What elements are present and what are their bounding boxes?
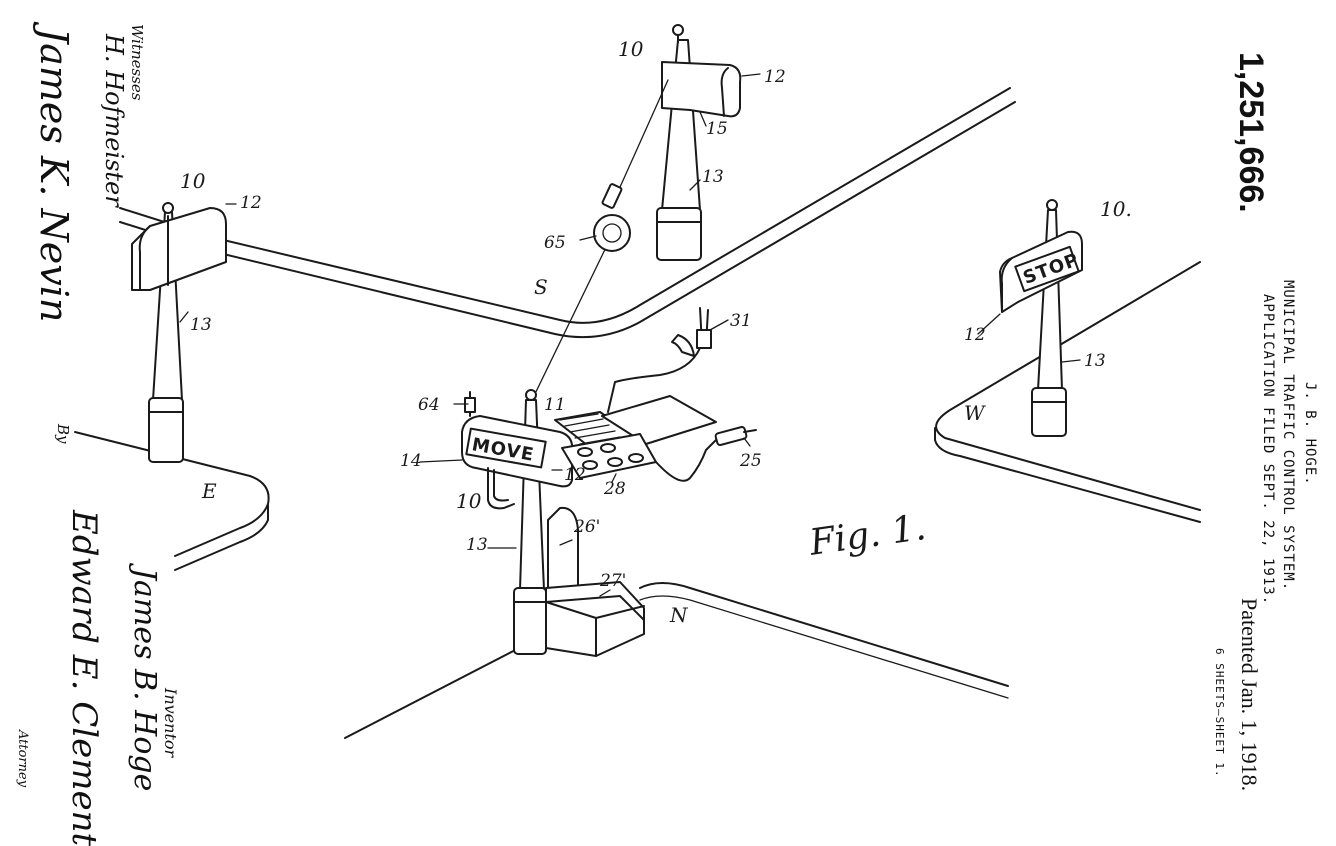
witness-1-signature: H. Hofmeister [100, 34, 128, 207]
ref-12-center: 12 [564, 465, 586, 485]
witnesses-label: Witnesses [128, 24, 146, 101]
ref-12-left: 12 [240, 193, 262, 213]
plug-25 [655, 425, 757, 482]
patented-date: Patented Jan. 1, 1918. [1237, 598, 1262, 792]
ref-64: 64 [418, 395, 440, 415]
ref-27-prime: 27' [599, 571, 626, 591]
curb-n-inner [639, 595, 1009, 699]
curb-s-inner [119, 101, 1016, 339]
curb-w [935, 261, 1201, 511]
ref-12-right: 12 [964, 325, 986, 345]
attorney-signature: Edward E. Clement [64, 510, 104, 846]
signal-post-top [656, 24, 742, 261]
corner-w: W [964, 401, 986, 425]
corner-s: S [534, 275, 548, 299]
inventor-signature: James B. Hoge [127, 568, 162, 792]
inventor-label: Inventor [161, 688, 180, 758]
figure-label: Fig. 1. [806, 507, 928, 564]
signal-post-left [131, 202, 227, 463]
ref-28: 28 [603, 479, 626, 499]
witness-2-signature: James K. Nevin [32, 28, 76, 323]
patent-title: MUNICIPAL TRAFFIC CONTROL SYSTEM. [1280, 280, 1296, 592]
ref-13-right: 13 [1084, 351, 1106, 371]
ref-11: 11 [544, 395, 566, 415]
leader-lines [179, 73, 1081, 597]
ref-10-left: 10 [180, 169, 206, 193]
ref-26-prime: 26' [573, 517, 600, 537]
control-box [554, 395, 717, 479]
signal-post-right [999, 199, 1083, 437]
signal-post-center [461, 389, 645, 657]
corner-n: N [669, 603, 689, 627]
attorney-label: Attorney [15, 730, 30, 788]
ref-25: 25 [739, 451, 762, 471]
corner-e: E [201, 479, 217, 503]
ref-31: 31 [730, 311, 752, 331]
ref-13-center: 13 [466, 535, 488, 555]
sheet-count: 6 SHEETS—SHEET 1. [1213, 648, 1226, 778]
ref-10-top: 10 [618, 37, 644, 61]
ref-13-left: 13 [190, 315, 212, 335]
ref-14: 14 [400, 451, 422, 471]
figure-1-drawing: MOVE STOP 10 12 15 13 65 10 12 13 10. 12… [74, 24, 1201, 739]
patent-number: 1,251,666. [1232, 52, 1270, 213]
lamp-wire [531, 79, 669, 401]
ref-10-center: 10 [456, 489, 482, 513]
ref-65: 65 [544, 233, 566, 253]
ref-12-top: 12 [764, 67, 786, 87]
ref-15-top: 15 [706, 119, 728, 139]
by-label: By [54, 424, 72, 444]
curb-w-inner [934, 427, 1201, 523]
curb-n [344, 582, 1009, 739]
application-filed: APPLICATION FILED SEPT. 22, 1913. [1260, 294, 1276, 606]
ref-13-top: 13 [702, 167, 724, 187]
curb-s [119, 87, 1011, 324]
ref-10-right: 10. [1100, 197, 1132, 221]
horn-31 [607, 307, 712, 413]
lamp-65 [593, 183, 631, 252]
inventor-header: J. B. HOGE. [1302, 382, 1318, 486]
patent-drawing-sheet: MOVE STOP 10 12 15 13 65 10 12 13 10. 12… [15, 24, 1318, 846]
curb-e-inner [174, 503, 269, 571]
